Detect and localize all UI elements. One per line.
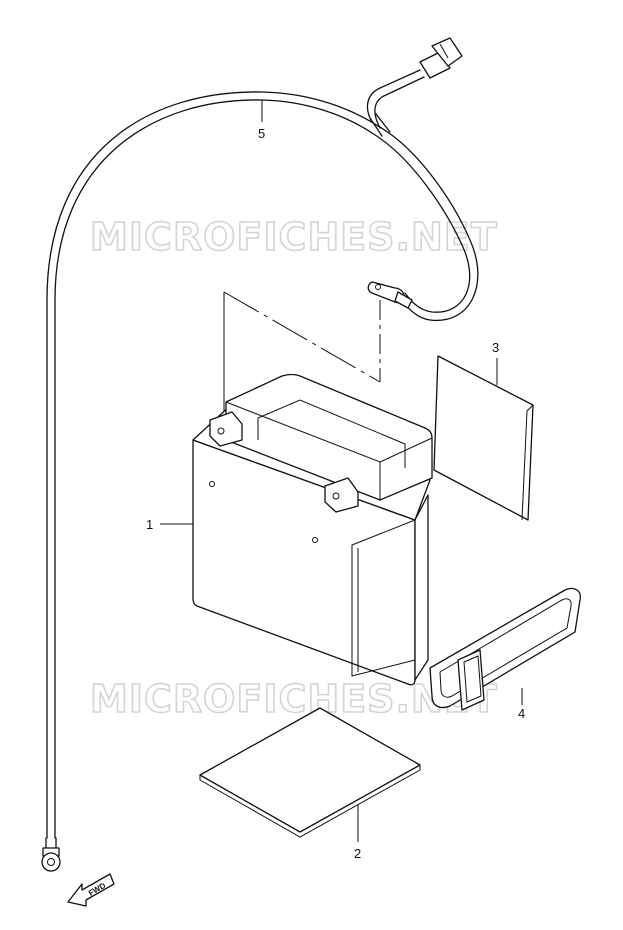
fwd-marker: FWD xyxy=(67,873,115,907)
callout-5: 5 xyxy=(258,126,265,141)
battery-cable xyxy=(41,37,479,872)
battery-pad xyxy=(199,707,421,838)
battery-band xyxy=(429,587,581,711)
assembly-guide-lines xyxy=(223,291,381,420)
callout-3: 3 xyxy=(492,340,499,355)
watermark-top: MICROFICHES.NET xyxy=(90,215,498,259)
arrow-left-icon xyxy=(67,873,115,907)
battery-label-sheet xyxy=(433,355,534,521)
watermark-bottom: MICROFICHES.NET xyxy=(90,677,498,721)
callout-4: 4 xyxy=(518,706,525,721)
battery xyxy=(192,373,433,686)
callout-2: 2 xyxy=(354,846,361,861)
callout-leaders xyxy=(160,100,523,842)
callout-1: 1 xyxy=(146,517,153,532)
